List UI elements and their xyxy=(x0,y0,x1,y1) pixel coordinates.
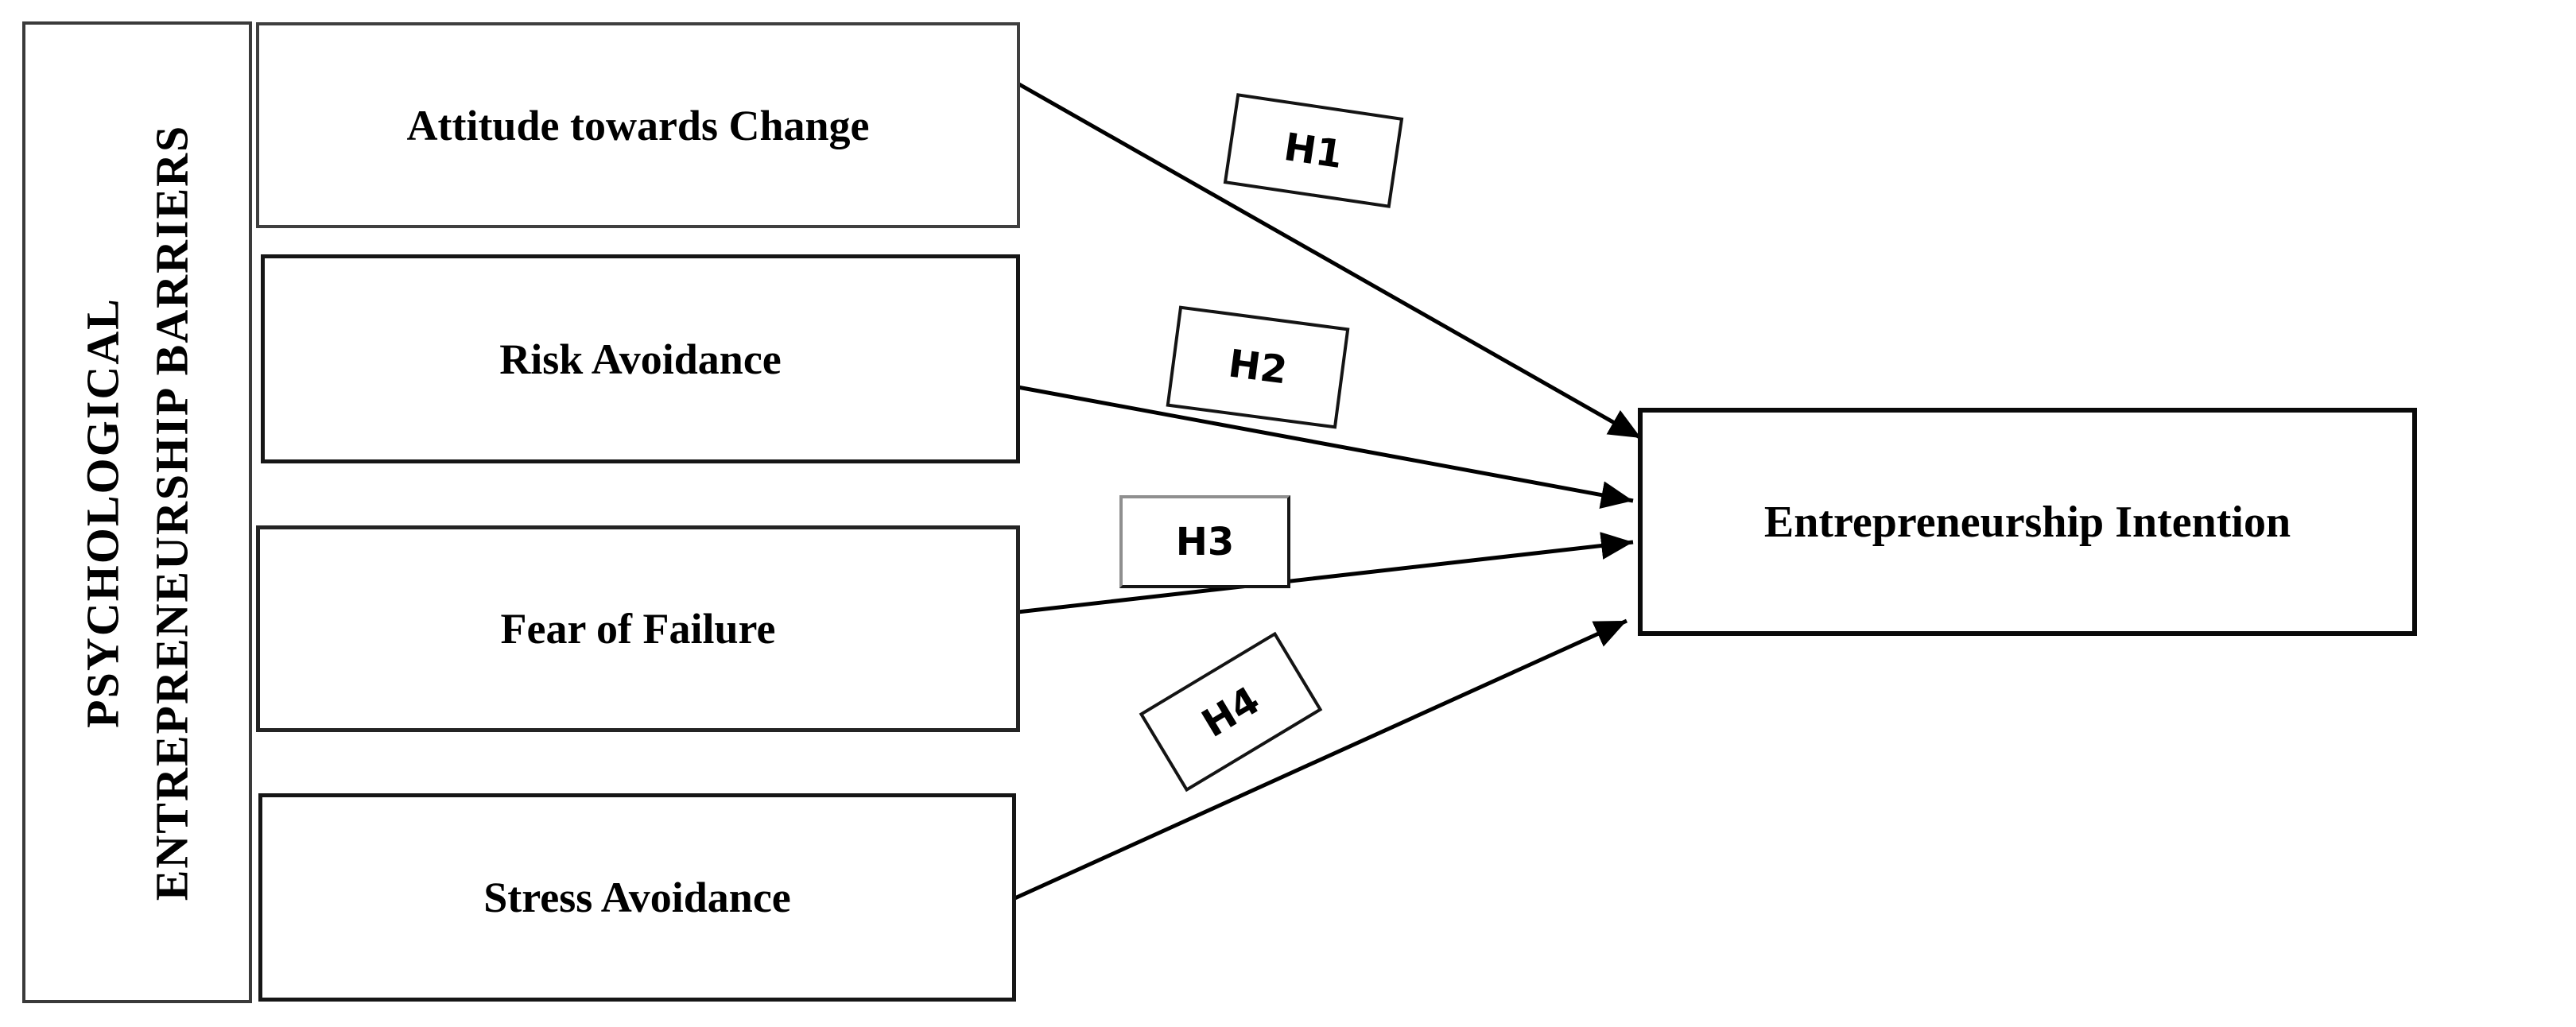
barrier-label: Attitude towards Change xyxy=(406,101,870,149)
hypothesis-label-box-h3: H3 xyxy=(1119,495,1290,588)
barriers-group-box: PSYCHOLOGICAL ENTREPRENEURSHIP BARRIERS xyxy=(22,21,252,1003)
group-label-line1: PSYCHOLOGICAL xyxy=(76,296,129,728)
outcome-box-entrepreneurship-intention: Entrepreneurship Intention xyxy=(1638,408,2417,636)
outcome-label: Entrepreneurship Intention xyxy=(1763,497,2291,547)
group-label-line2: ENTREPRENEURSHIP BARRIERS xyxy=(145,124,198,901)
hypothesis-label: H2 xyxy=(1225,341,1290,393)
barriers-group-label: PSYCHOLOGICAL ENTREPRENEURSHIP BARRIERS xyxy=(68,124,207,901)
hypothesis-label: H3 xyxy=(1175,519,1235,564)
h2-arrow xyxy=(1017,385,1634,509)
barrier-label: Fear of Failure xyxy=(500,605,776,653)
barrier-label: Stress Avoidance xyxy=(483,874,791,921)
h3-arrow xyxy=(1017,532,1634,614)
barrier-box-fear-of-failure: Fear of Failure xyxy=(256,525,1020,732)
barrier-box-risk-avoidance: Risk Avoidance xyxy=(261,254,1020,463)
barrier-box-attitude-towards-change: Attitude towards Change xyxy=(256,22,1020,228)
hypothesis-label: H1 xyxy=(1281,124,1346,177)
h1-arrow xyxy=(1016,81,1643,440)
h4-arrow xyxy=(1010,618,1628,902)
barrier-label: Risk Avoidance xyxy=(499,335,782,383)
hypothesis-label: H4 xyxy=(1194,677,1267,746)
barrier-box-stress-avoidance: Stress Avoidance xyxy=(258,793,1016,1002)
